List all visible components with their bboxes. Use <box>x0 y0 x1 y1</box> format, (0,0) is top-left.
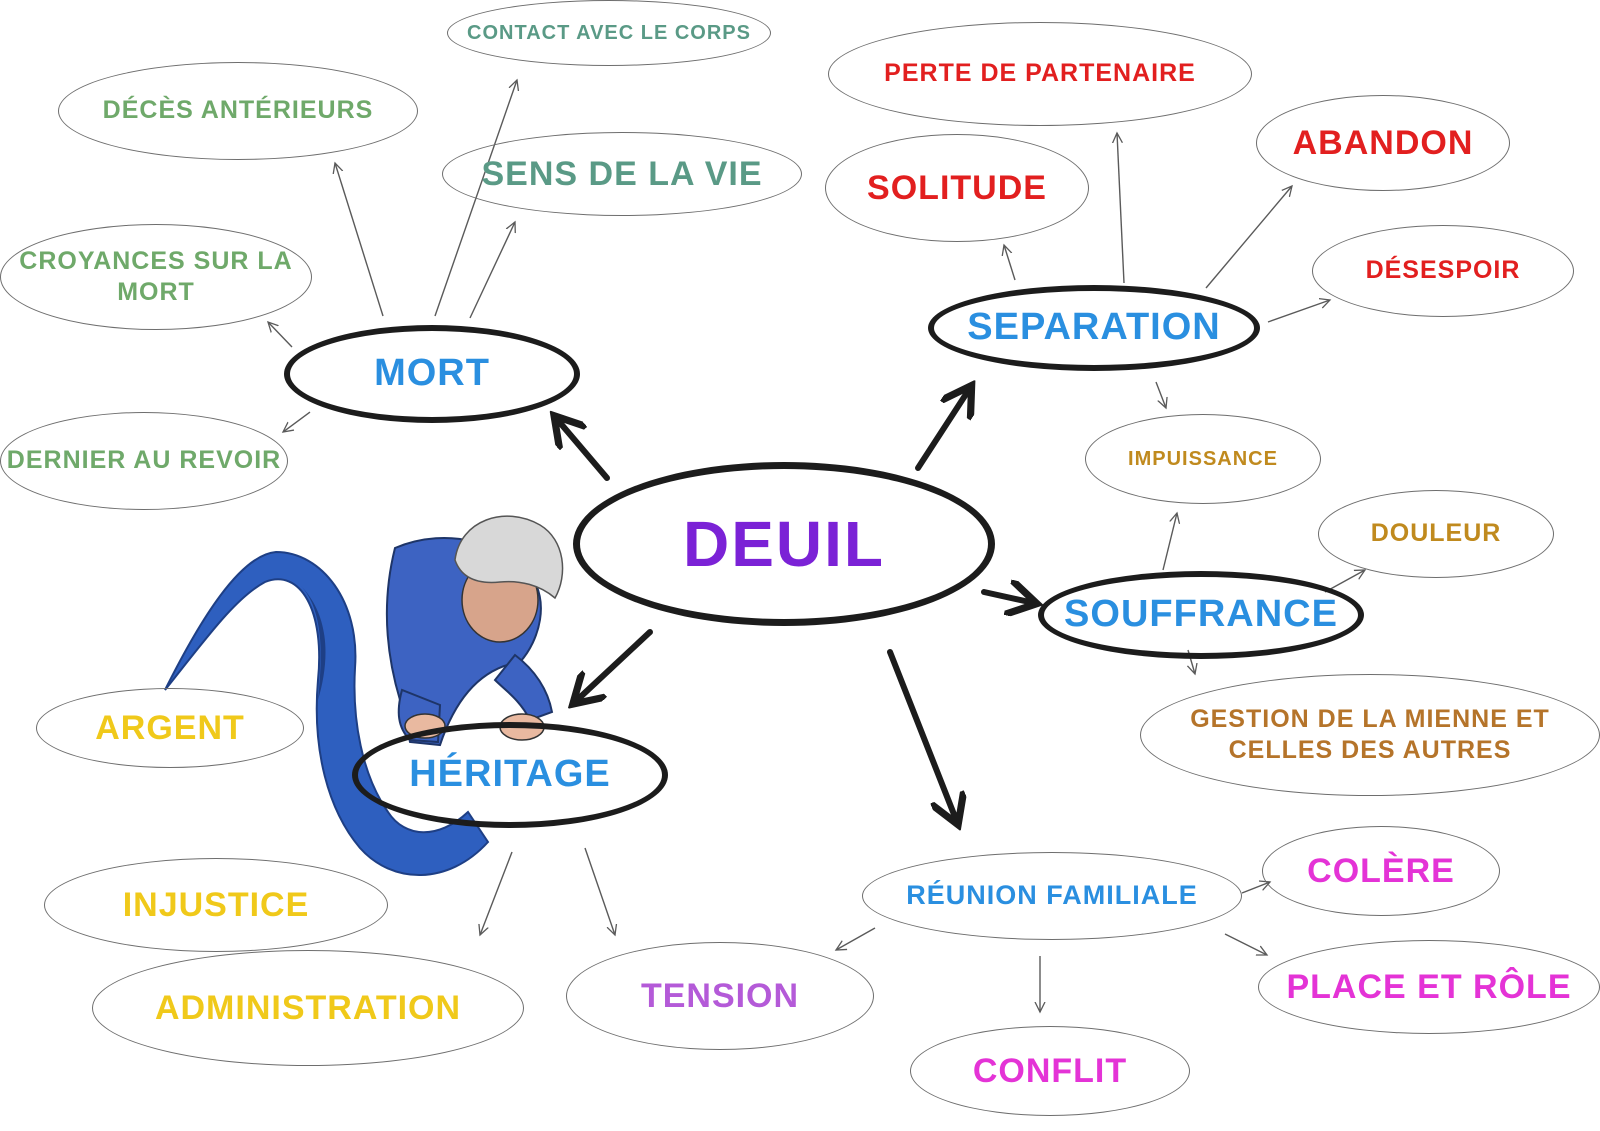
connector-separation-abandon <box>1205 186 1292 289</box>
connector-mort-croyances <box>268 322 293 348</box>
node-label: SOUFFRANCE <box>1064 593 1338 636</box>
node-label: DOULEUR <box>1370 519 1502 548</box>
primary-connectors <box>556 388 1034 822</box>
connector-separation-desespoir <box>1267 300 1330 323</box>
node-mort: MORT <box>284 325 580 423</box>
node-tension: TENSION <box>566 942 874 1050</box>
node-label: ADMINISTRATION <box>154 988 462 1027</box>
node-label: SOLITUDE <box>867 168 1047 207</box>
connector-separation-solitude <box>1004 245 1016 281</box>
node-douleur: DOULEUR <box>1318 490 1554 578</box>
node-label: ARGENT <box>95 708 245 747</box>
connector-heritage-tension <box>584 847 615 935</box>
node-label: CONTACT AVEC LE CORPS <box>467 21 751 44</box>
node-abandon: ABANDON <box>1256 95 1510 191</box>
figure-hair <box>454 515 564 600</box>
connector-reunion-colere <box>1241 882 1270 894</box>
node-argent: ARGENT <box>36 688 304 768</box>
node-separation: SEPARATION <box>928 285 1260 371</box>
node-croyances-sur-la-mort: CROYANCES SUR LA MORT <box>0 224 312 330</box>
node-label: DEUIL <box>683 508 885 580</box>
ribbon-fold <box>300 585 326 700</box>
figure-arm-right <box>493 653 554 722</box>
node-colere: COLÈRE <box>1262 826 1500 916</box>
connector-reunion-tension <box>836 927 876 950</box>
node-conflit: CONFLIT <box>910 1026 1190 1116</box>
node-perte-de-partenaire: PERTE DE PARTENAIRE <box>828 22 1252 126</box>
node-label: SEPARATION <box>967 306 1221 349</box>
node-label: TENSION <box>640 976 800 1015</box>
node-label: COLÈRE <box>1307 851 1455 890</box>
connector-separation-perte <box>1117 133 1125 284</box>
node-sens-de-la-vie: SENS DE LA VIE <box>442 132 802 216</box>
grieving-figure <box>385 515 564 747</box>
node-souffrance: SOUFFRANCE <box>1038 571 1364 659</box>
node-dernier-au-revoir: DERNIER AU REVOIR <box>0 412 288 510</box>
node-label: DÉSESPOIR <box>1365 256 1521 285</box>
ribbon-shape <box>164 550 490 876</box>
node-place-et-role: PLACE ET RÔLE <box>1258 940 1600 1034</box>
node-label: MORT <box>374 352 490 395</box>
node-label: IMPUISSANCE <box>1128 447 1278 470</box>
connector-heritage-injustice <box>480 851 513 935</box>
node-contact-avec-le-corps: CONTACT AVEC LE CORPS <box>447 0 771 66</box>
node-solitude: SOLITUDE <box>825 134 1089 242</box>
node-label: ABANDON <box>1292 123 1474 162</box>
ribbon-illustration <box>164 550 490 876</box>
connector-center-separation <box>915 388 970 471</box>
node-reunion-familiale: RÉUNION FAMILIALE <box>862 852 1242 940</box>
node-label: HÉRITAGE <box>409 753 611 796</box>
node-deces-anterieurs: DÉCÈS ANTÉRIEURS <box>58 62 418 160</box>
node-deuil: DEUIL <box>573 462 995 626</box>
node-label: PLACE ET RÔLE <box>1286 967 1572 1006</box>
node-label: PERTE DE PARTENAIRE <box>884 59 1196 88</box>
connector-mort-dernier <box>283 411 311 432</box>
connector-mort-sens <box>469 222 515 319</box>
connector-mort-deces <box>335 163 384 317</box>
node-label: CROYANCES SUR LA MORT <box>19 246 293 306</box>
node-injustice: INJUSTICE <box>44 858 388 952</box>
connector-center-heritage <box>575 629 653 702</box>
node-impuissance: IMPUISSANCE <box>1085 414 1321 504</box>
node-label: GESTION DE LA MIENNE ET CELLES DES AUTRE… <box>1190 704 1550 764</box>
node-label: CONFLIT <box>972 1051 1128 1090</box>
node-label: RÉUNION FAMILIALE <box>906 880 1198 911</box>
node-administration: ADMINISTRATION <box>92 950 524 1066</box>
node-gestion: GESTION DE LA MIENNE ET CELLES DES AUTRE… <box>1140 674 1600 796</box>
connector-center-souffrance <box>981 592 1034 603</box>
connector-souffrance-impuissance <box>1162 513 1177 571</box>
node-desespoir: DÉSESPOIR <box>1312 225 1574 317</box>
connector-center-reunion <box>887 649 957 822</box>
node-label: INJUSTICE <box>122 885 310 924</box>
connector-reunion-place <box>1224 933 1267 955</box>
node-label: DERNIER AU REVOIR <box>6 446 282 475</box>
node-label: SENS DE LA VIE <box>481 154 763 193</box>
node-heritage: HÉRITAGE <box>352 722 668 828</box>
node-label: DÉCÈS ANTÉRIEURS <box>102 96 374 125</box>
connector-center-mort <box>556 418 610 481</box>
connector-separation-impuissance <box>1155 381 1166 408</box>
